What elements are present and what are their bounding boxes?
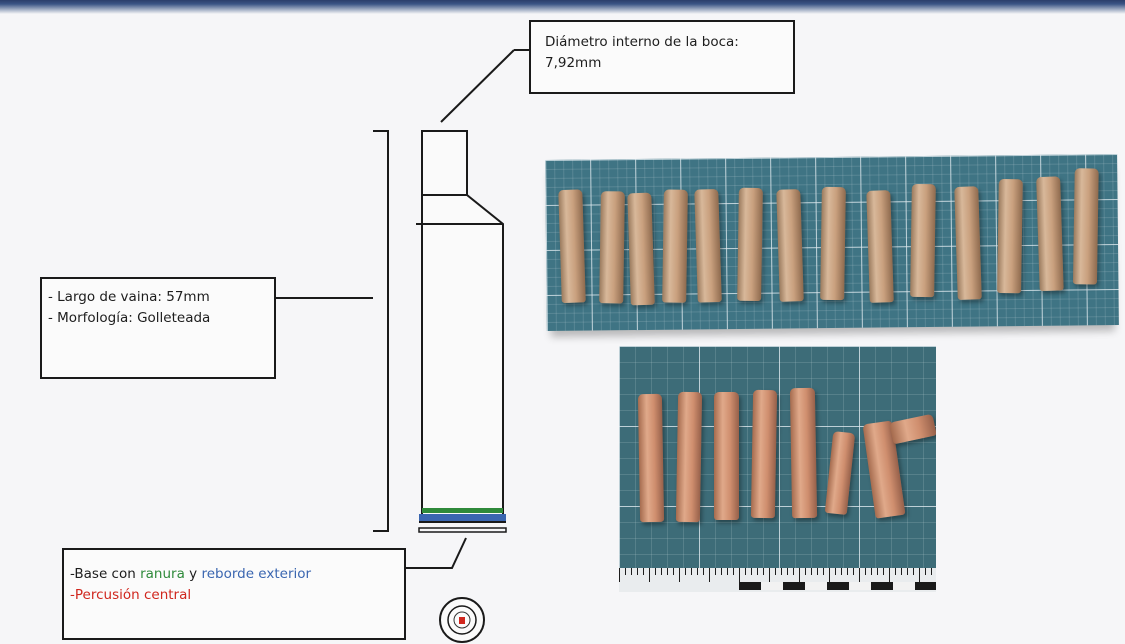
casing-photo-bottom	[714, 392, 739, 520]
primer-head-ring	[447, 605, 477, 635]
casing-photo-top	[776, 189, 804, 303]
casing-photo-top	[737, 187, 763, 301]
casing-photo-top	[910, 183, 936, 298]
casing-photo-top	[866, 190, 894, 303]
casing-photo-top	[954, 186, 982, 300]
mouth-value: 7,92mm	[545, 55, 602, 71]
primer-center	[459, 617, 465, 624]
casing-photo-top	[599, 191, 625, 304]
length-morphology-callout: - Largo de vaina: 57mm - Morfología: Gol…	[40, 277, 276, 379]
casing-photo-bottom	[750, 389, 778, 519]
mouth-leader	[440, 49, 515, 123]
groove-label: ranura	[140, 566, 185, 582]
casing-photo-bottom	[675, 391, 703, 523]
casing-photo-top	[627, 192, 655, 306]
casing-photo-top	[558, 189, 586, 303]
base-line: -Base con ranura y reborde exterior	[70, 564, 404, 585]
scale-ruler-band	[739, 582, 936, 590]
base-joiner: y	[184, 566, 202, 582]
casing-photo-top	[1072, 168, 1099, 285]
casing-photo-top	[820, 186, 846, 300]
casing-photo-top	[997, 178, 1023, 294]
rim-band	[419, 514, 506, 521]
rim-label: reborde exterior	[201, 566, 312, 582]
morphology-line: - Morfología: Golleteada	[48, 310, 211, 326]
casing-photo-bottom	[789, 387, 818, 519]
casing-photo-bottom	[824, 431, 856, 515]
casing-bent-fragment	[889, 413, 936, 445]
groove-band	[422, 508, 503, 513]
casing-photo-bottom	[637, 393, 665, 523]
length-bracket	[373, 130, 389, 532]
mouth-label: Diámetro interno de la boca:	[545, 34, 739, 50]
casing-photo-top	[694, 188, 722, 303]
base-connector	[406, 537, 467, 569]
base-callout: -Base con ranura y reborde exterior -Per…	[62, 548, 406, 640]
scan-edge	[0, 0, 1125, 14]
length-line: - Largo de vaina: 57mm	[48, 289, 210, 305]
cartridge-outline	[421, 130, 504, 523]
casing-photo-top	[662, 189, 688, 303]
percussion-label: -Percusión central	[70, 587, 192, 603]
photo-casings-set-2	[619, 346, 936, 592]
base-prefix: -Base con	[70, 566, 141, 582]
mouth-diameter-callout: Diámetro interno de la boca: 7,92mm	[529, 20, 795, 94]
casing-photo-top	[1036, 176, 1064, 292]
photo-casings-set-1	[545, 154, 1119, 331]
